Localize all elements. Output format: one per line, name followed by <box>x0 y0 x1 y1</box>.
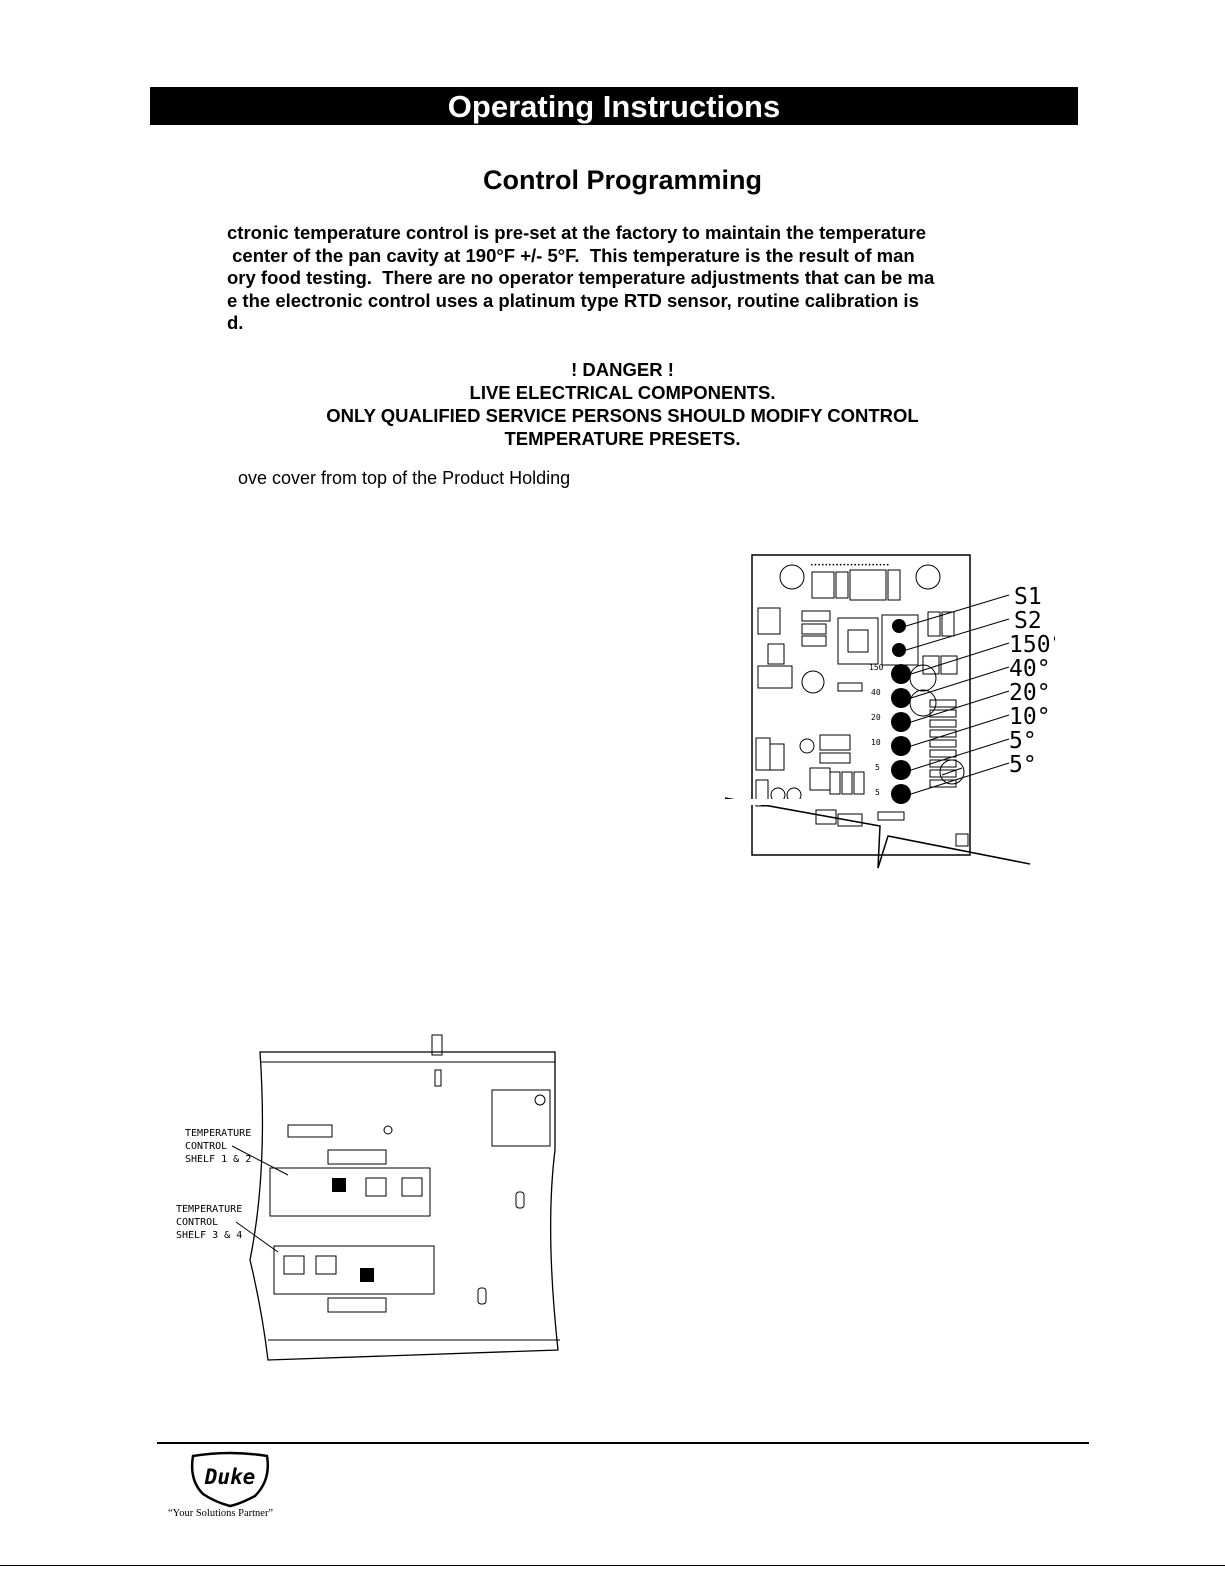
label-shelf-1-2: TEMPERATURE CONTROL SHELF 1 & 2 <box>185 1128 251 1165</box>
callout-5b: 5° <box>1009 752 1037 778</box>
danger-line: TEMPERATURE PRESETS. <box>504 428 741 449</box>
label-shelf-3-4: TEMPERATURE CONTROL SHELF 3 & 4 <box>176 1204 242 1241</box>
pad-label: 5 <box>875 763 880 772</box>
label-line: TEMPERATURE <box>176 1204 242 1215</box>
callout-5a: 5° <box>1009 728 1037 754</box>
intro-line: e the electronic control uses a platinum… <box>227 289 919 311</box>
label-line: SHELF 1 & 2 <box>185 1154 251 1165</box>
callout-s1: S1 <box>1014 584 1042 610</box>
label-line: CONTROL <box>176 1217 218 1228</box>
logo-wordmark: Duke <box>204 1465 256 1489</box>
bottom-rule <box>0 1565 1225 1566</box>
callout-20: 20° <box>1009 680 1051 706</box>
pad-label: 40 <box>871 688 881 697</box>
label-line: TEMPERATURE <box>185 1128 251 1139</box>
intro-line: ctronic temperature control is pre-set a… <box>227 222 927 243</box>
callout-10: 10° <box>1009 704 1051 730</box>
pad-label: 5 <box>875 788 880 797</box>
duke-logo: Duke <box>190 1451 269 1508</box>
intro-line: ory food testing. There are no operator … <box>227 267 935 289</box>
svg-text:••••••••••••••••••••••: •••••••••••••••••••••• <box>810 562 889 569</box>
page-header-title: Operating Instructions <box>447 89 781 124</box>
pad-label: 20 <box>871 713 881 722</box>
label-line: SHELF 3 & 4 <box>176 1230 242 1241</box>
callout-s2: S2 <box>1014 608 1042 634</box>
page-header-banner: Operating Instructions <box>150 87 1078 125</box>
callout-150: 150° <box>1009 632 1055 658</box>
footer-rule <box>157 1442 1089 1444</box>
section-title: Control Programming <box>482 165 762 195</box>
intro-line: d. <box>227 312 244 334</box>
intro-line: center of the pan cavity at 190°F +/- 5°… <box>227 244 915 266</box>
pad-label: 10 <box>871 738 881 747</box>
pad-label: 150 <box>869 663 884 672</box>
danger-heading: ! DANGER ! <box>571 359 674 380</box>
danger-line: LIVE ELECTRICAL COMPONENTS. <box>469 382 776 403</box>
control-board-diagram: •••••••••••••••••••••• 150 40 20 10 5 5 <box>724 554 1055 869</box>
footer-tagline: “Your Solutions Partner” <box>168 1508 274 1519</box>
label-line: CONTROL <box>185 1141 227 1152</box>
instruction-step: ove cover from top of the Product Holdin… <box>238 468 571 488</box>
chassis-diagram: TEMPERATURE CONTROL SHELF 1 & 2 TEMPERAT… <box>176 1034 560 1361</box>
danger-line: ONLY QUALIFIED SERVICE PERSONS SHOULD MO… <box>326 405 919 426</box>
danger-warning: ! DANGER ! LIVE ELECTRICAL COMPONENTS. O… <box>250 358 995 450</box>
callout-40: 40° <box>1009 656 1051 682</box>
intro-paragraph: ctronic temperature control is pre-set a… <box>227 222 1017 335</box>
